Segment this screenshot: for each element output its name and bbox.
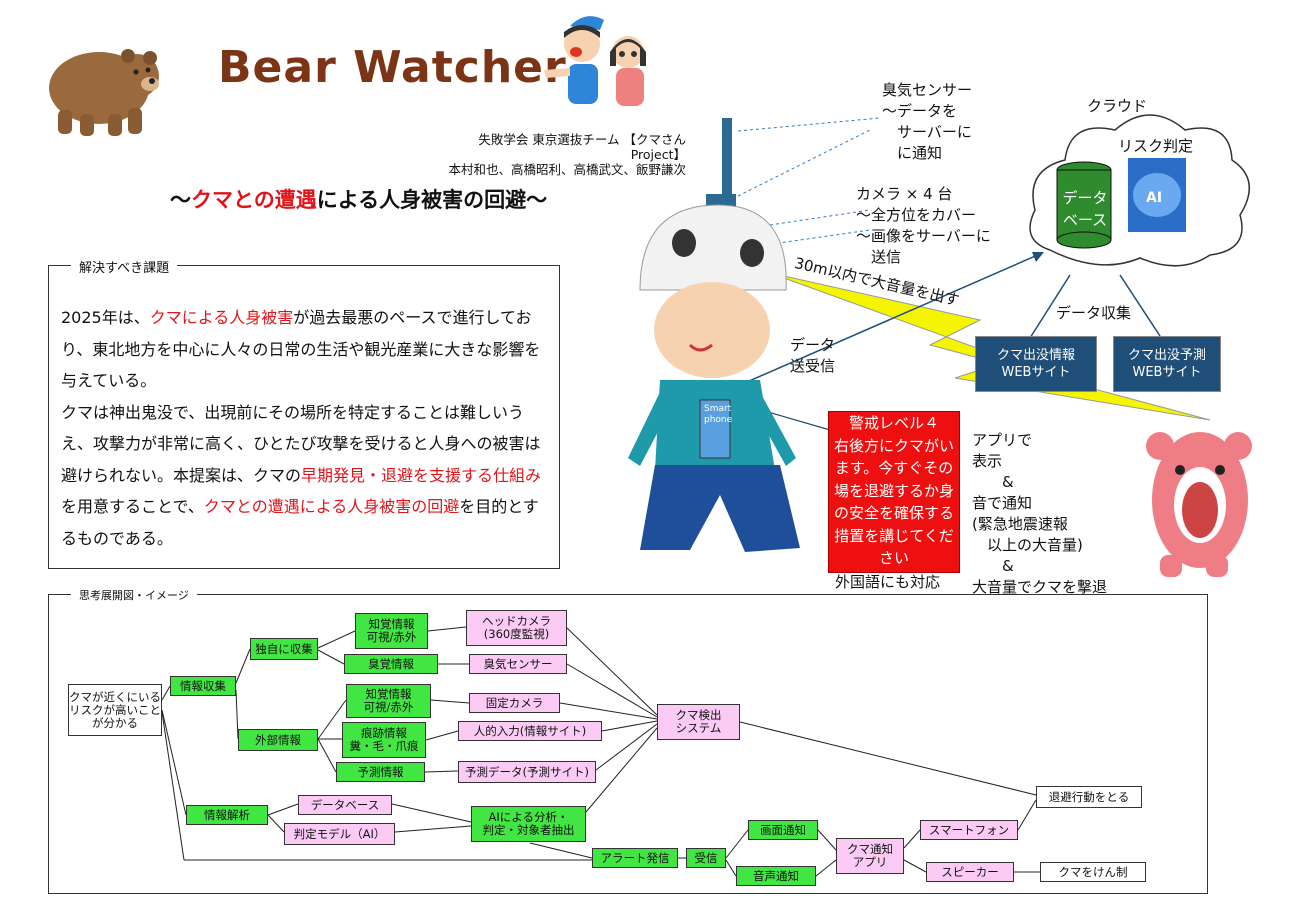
flow-human-input: 人的入力(情報サイト): [458, 721, 602, 741]
flow-external: 外部情報: [238, 729, 318, 751]
foreign-language-label: 外国語にも対応: [835, 573, 941, 591]
flow-trace-info: 痕跡情報 糞・毛・爪痕: [342, 722, 426, 758]
problem-p2-b: を用意することで、: [61, 497, 204, 516]
flow-alert-send: アラート発信: [592, 848, 678, 868]
flow-receive: 受信: [686, 848, 726, 868]
alert-body: 右後方にクマがいます。今すぐその場を退避するか身の安全を確保する措置を講じてくだ…: [833, 436, 954, 568]
bear-illustration: [49, 49, 159, 136]
flow-detect-system: クマ検出 システム: [657, 704, 740, 740]
bear-sighting-site: クマ出没情報 WEBサイト: [975, 336, 1097, 392]
flow-root: クマが近くにいるリスクが高いことが分かる: [68, 684, 162, 736]
alert-message: 警戒レベル４ 右後方にクマがいます。今すぐその場を退避するか身の安全を確保する措…: [828, 411, 960, 573]
bear-forecast-site: クマ出没予測 WEBサイト: [1113, 336, 1221, 392]
flow-forecast-data: 予測データ(予測サイト): [458, 761, 596, 783]
system-illustration: [628, 114, 1252, 577]
flow-forecast-info: 予測情報: [336, 762, 425, 782]
flow-deter: クマをけん制: [1040, 862, 1146, 882]
flow-fixed-camera: 固定カメラ: [469, 693, 560, 713]
flow-info-collect: 情報収集: [170, 676, 236, 696]
problem-p2-highlight-2: クマとの遭遇による人身被害の回避: [203, 497, 460, 516]
problem-p2-c: を目的とするものである。: [61, 497, 539, 548]
app-notice-label: アプリで 表示 & 音で通知 (緊急地震速報 以上の大音量) & 大音量でクマを…: [972, 431, 1108, 596]
flow-perception-2: 知覚情報 可視/赤外: [346, 684, 431, 718]
flow-app: クマ通知 アプリ: [836, 838, 904, 874]
flow-head-camera: ヘッドカメラ (360度監視): [466, 610, 567, 646]
flow-own-collect: 独自に収集: [250, 638, 318, 660]
smartphone-label: Smart phone: [704, 404, 733, 425]
flow-smell-info: 臭覚情報: [344, 654, 438, 674]
problem-legend: 解決すべき課題: [71, 257, 178, 276]
flow-smartphone: スマートフォン: [920, 820, 1018, 840]
flow-database: データベース: [298, 795, 392, 815]
lightning-bolt-icon: [783, 275, 1211, 421]
subtitle-highlight: クマとの遭遇: [191, 188, 317, 212]
ai-label: AI: [1146, 190, 1163, 206]
sensor-label: 臭気センサー ～データを サーバーに に通知: [882, 81, 973, 162]
helmet: [639, 204, 787, 291]
flow-analysis: 情報解析: [186, 805, 268, 825]
problem-p1-b: が過去最悪のペースで進行しており、東北地方を中心に人々の日常の生活や観光産業に大…: [61, 308, 541, 390]
flow-sound-notice: 音声通知: [736, 866, 816, 886]
page-subtitle: ～クマとの遭遇による人身被害の回避～: [170, 184, 547, 214]
flow-screen-notice: 画面通知: [748, 820, 818, 840]
camera-label: カメラ × 4 台 ～全方位をカバー ～画像をサーバーに 送信: [856, 185, 991, 266]
flow-ai-analysis: AIによる分析・ 判定・対象者抽出: [471, 806, 586, 842]
team-line-1: 失敗学会 東京選抜チーム 【クマさんProject】: [478, 132, 686, 162]
problem-p1-highlight: クマによる人身被害: [149, 308, 294, 327]
thought-diagram: 思考展開図・イメージ: [48, 587, 1208, 894]
problem-p2-highlight-1: 早期発見・退避を支援する仕組み: [301, 465, 542, 485]
problem-box: 解決すべき課題 2025年は、クマによる人身被害が過去最悪のペースで進行しており…: [48, 257, 560, 569]
problem-text: 2025年は、クマによる人身被害が過去最悪のペースで進行しており、東北地方を中心…: [61, 302, 551, 554]
database-label: データ ベース: [1062, 189, 1108, 229]
subtitle-prefix: ～: [170, 188, 191, 212]
alert-title: 警戒レベル４: [848, 414, 939, 432]
data-comm-label: データ 送受信: [790, 336, 836, 375]
risk-label: リスク判定: [1118, 137, 1194, 155]
problem-p1-a: 2025年は、: [61, 308, 150, 327]
flow-perception-1: 知覚情報 可視/赤外: [355, 613, 428, 649]
flow-evacuate: 退避行動をとる: [1036, 786, 1142, 808]
app-title: Bear Watcher: [218, 42, 567, 93]
subtitle-rest: による人身被害の回避～: [316, 188, 548, 212]
flow-speaker: スピーカー: [926, 862, 1014, 882]
cloud-label: クラウド: [1087, 97, 1148, 115]
problem-p2-a: クマは神出鬼没で、出現前にその場所を特定することは難しいうえ、攻撃力が非常に高く…: [61, 402, 541, 485]
team-credits: 失敗学会 東京選抜チーム 【クマさんProject】 本村和也、高橋昭利、高橋武…: [440, 132, 686, 177]
kids-illustration: [544, 16, 646, 106]
diagram-legend: 思考展開図・イメージ: [71, 587, 197, 603]
data-collect-label: データ収集: [1056, 304, 1132, 322]
flow-judge-model: 判定モデル（AI）: [284, 823, 395, 845]
team-line-2: 本村和也、高橋昭利、高橋武文、飯野謙次: [448, 162, 686, 177]
flow-smell-sensor: 臭気センサー: [469, 654, 567, 674]
